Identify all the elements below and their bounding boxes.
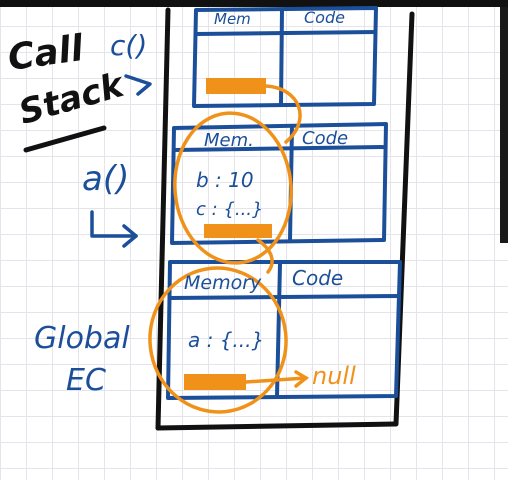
scrollbar[interactable] xyxy=(500,7,508,243)
global-lexical-circle xyxy=(148,266,288,414)
frame-c-code-header: Code xyxy=(304,8,345,27)
frame-global-outer-ref-box xyxy=(184,374,246,390)
frame-global-memory-entry: a : {...} xyxy=(188,328,265,352)
frame-global-code-header: Code xyxy=(292,266,344,290)
frame-a-memory-entry: b : 10 xyxy=(196,168,254,192)
frame-a-outer-ref-box xyxy=(204,224,272,238)
frame-c-memory-header: Mem xyxy=(214,10,251,28)
a-call-arrow-head xyxy=(122,224,138,248)
null-arrow-head xyxy=(294,370,310,388)
frame-a-code-header: Code xyxy=(302,128,349,149)
c-call-arrow xyxy=(124,74,152,96)
a-call-arrow xyxy=(90,210,138,238)
lexical-environment-markers xyxy=(148,84,310,414)
frame-a-memory-entry: c : {...} xyxy=(196,199,264,220)
call-stack-label-line1: Call xyxy=(5,27,86,80)
call-stack-underline xyxy=(23,125,107,153)
null-label: null xyxy=(312,362,356,390)
a-lexical-circle xyxy=(173,111,293,265)
global-ec-label-line2: EC xyxy=(66,363,106,398)
c-call-label: c() xyxy=(110,29,148,62)
frame-a-memory-header: Mem. xyxy=(204,130,254,151)
frame-global-memory-header: Memory xyxy=(184,272,262,294)
null-arrow xyxy=(244,376,308,384)
global-ec-label-line1: Global xyxy=(34,321,130,356)
a-to-global-link xyxy=(256,238,274,274)
a-call-label: a() xyxy=(82,159,130,199)
top-border xyxy=(0,0,508,7)
c-to-a-link xyxy=(264,84,302,144)
frame-c-outer-ref-box xyxy=(206,78,266,94)
